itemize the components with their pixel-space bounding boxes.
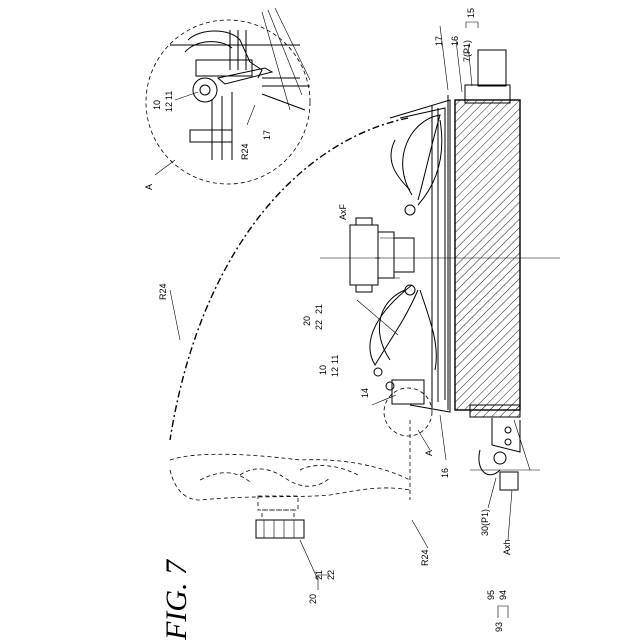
bracket-15 <box>466 22 478 28</box>
label-20: 20 <box>302 316 312 326</box>
label-95: 95 <box>486 590 496 600</box>
fan-rotated-position <box>170 420 410 538</box>
detail-circle-a-ref <box>384 388 432 436</box>
label-r24-detail: R24 <box>240 143 250 160</box>
radiator-core <box>448 50 520 417</box>
bracket-93 <box>498 606 508 618</box>
label-10-main: 10 <box>318 365 328 375</box>
label-12-detail: 12 <box>164 102 174 112</box>
hinge-bracket <box>470 418 540 490</box>
label-16-top: 16 <box>450 36 460 46</box>
label-7-p1: 7(P1) <box>462 40 472 62</box>
label-a-top: A <box>144 184 154 190</box>
label-94: 94 <box>498 590 508 600</box>
label-30-p1: 30(P1) <box>480 509 490 536</box>
detail-leader <box>155 160 175 175</box>
label-20-rotated: 20 <box>308 594 318 604</box>
label-17-detail: 17 <box>262 130 272 140</box>
figure-title: FIG. 7 <box>160 558 193 640</box>
label-11-main: 11 <box>330 355 340 364</box>
fan-shroud <box>374 100 450 412</box>
label-14: 14 <box>360 388 370 398</box>
motor-hub <box>320 205 560 295</box>
label-12-main: 12 <box>330 367 340 377</box>
label-15: 15 <box>466 8 476 18</box>
label-a-bottom: A <box>424 450 434 456</box>
label-r24-arc: R24 <box>158 283 168 300</box>
label-16-bottom: 16 <box>440 468 450 478</box>
label-17-top: 17 <box>434 36 444 46</box>
label-93: 93 <box>494 622 504 632</box>
label-22: 22 <box>314 320 324 330</box>
label-r24-bottom: R24 <box>420 549 430 566</box>
label-axh: Axh <box>502 539 512 555</box>
label-axf: AxF <box>338 203 348 220</box>
label-11-detail: 11 <box>164 91 174 100</box>
fan-blades <box>370 115 442 370</box>
r24-arc-outer <box>170 118 408 440</box>
label-21: 21 <box>314 304 324 314</box>
label-10-detail: 10 <box>152 100 162 110</box>
